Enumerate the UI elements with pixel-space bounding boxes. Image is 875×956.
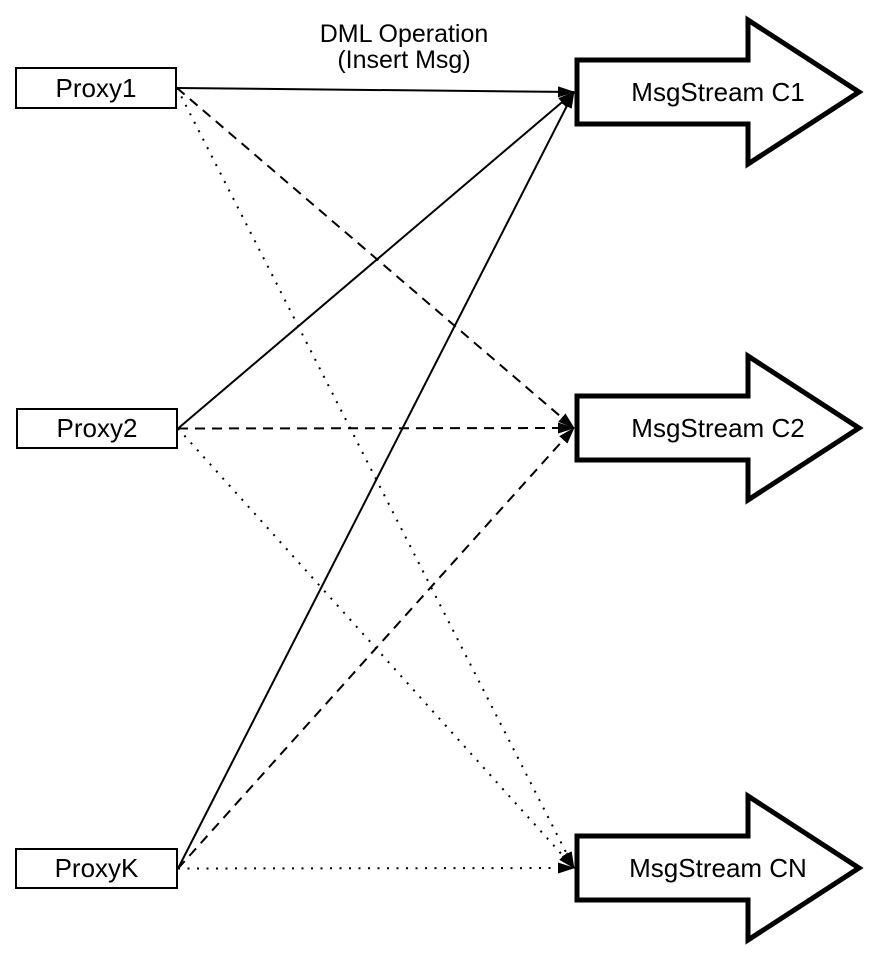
diagram-title-line1: DML Operation xyxy=(319,20,489,48)
msgstream-arrow-c1 xyxy=(574,15,864,169)
edge-proxyK-c2 xyxy=(177,427,575,870)
proxy1-label: Proxy1 xyxy=(55,72,137,103)
diagram-title-line2: (Insert Msg) xyxy=(337,46,471,74)
edge-proxy2-c2 xyxy=(177,422,575,434)
edge-proxy1-cn xyxy=(176,87,575,869)
msgstream-c1-label: MsgStream C1 xyxy=(631,77,805,107)
proxy2-label: Proxy2 xyxy=(56,413,138,443)
proxyK-label: ProxyK xyxy=(54,853,139,883)
msgstream-arrow-c2 xyxy=(574,351,864,505)
edge-proxyK-cn xyxy=(177,862,575,874)
diagram-title: DML Operation (Insert Msg) xyxy=(254,21,554,73)
proxy2-node: Proxy2 xyxy=(16,408,178,449)
edge-proxyK-c1 xyxy=(177,91,575,869)
edge-proxy2-c1 xyxy=(177,91,575,430)
msgstream-cn-label: MsgStream CN xyxy=(629,853,807,883)
proxy1-node: Proxy1 xyxy=(15,67,177,109)
edge-proxy1-c2 xyxy=(176,87,575,429)
streams-layer xyxy=(574,15,864,945)
msgstream-c2-label: MsgStream C2 xyxy=(631,413,805,443)
msgstream-arrow-cn xyxy=(574,791,864,945)
edge-proxy1-c1 xyxy=(176,86,575,98)
proxyK-node: ProxyK xyxy=(15,848,178,889)
edges-layer xyxy=(176,86,575,874)
